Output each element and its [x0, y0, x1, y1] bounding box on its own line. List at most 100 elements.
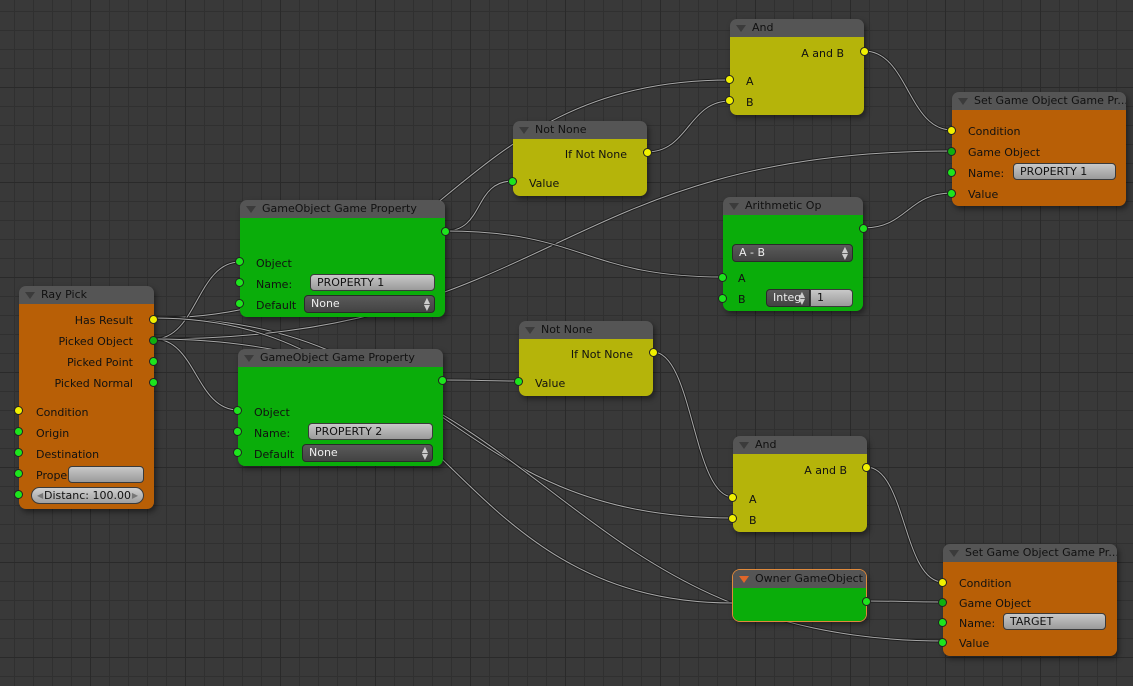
socket-a-and-b[interactable] [860, 47, 869, 56]
link-gop1-notnone1-val[interactable] [444, 180, 514, 232]
link-pickedobj-gop2-obj[interactable] [153, 338, 239, 411]
node-arithmetic-op[interactable]: Arithmetic Op A - B▲▼ A B Integ▲▼ 1 [718, 197, 868, 311]
socket-a[interactable] [728, 493, 737, 502]
increment-arrow-icon[interactable]: ▶ [131, 491, 138, 500]
name-field[interactable]: PROPERTY 1 [1013, 163, 1116, 180]
collapse-triangle-icon[interactable] [25, 292, 35, 299]
socket-picked-object[interactable] [149, 336, 158, 345]
socket-picked-normal[interactable] [149, 378, 158, 387]
input-value: Value [959, 637, 990, 650]
collapse-triangle-icon[interactable] [739, 576, 749, 583]
link-and2-set2-cond[interactable] [865, 466, 944, 583]
node-header[interactable]: And [733, 436, 867, 454]
socket-game-object[interactable] [947, 147, 956, 156]
property-field[interactable] [68, 466, 144, 483]
socket-property[interactable] [14, 469, 23, 478]
socket-name[interactable] [235, 278, 244, 287]
socket-default[interactable] [233, 448, 242, 457]
collapse-triangle-icon[interactable] [958, 98, 968, 105]
socket-a-and-b[interactable] [862, 463, 871, 472]
b-value-field[interactable]: 1 [810, 289, 853, 307]
socket-origin[interactable] [14, 427, 23, 436]
collapse-triangle-icon[interactable] [246, 206, 256, 213]
node-header[interactable]: GameObject Game Property [240, 200, 445, 218]
node-set-property-1[interactable]: Set Game Object Game Pr... Condition Gam… [947, 92, 1126, 206]
node-header[interactable]: Ray Pick [19, 286, 154, 304]
socket-destination[interactable] [14, 448, 23, 457]
socket-b[interactable] [728, 514, 737, 523]
socket-default[interactable] [235, 299, 244, 308]
socket-has-result[interactable] [149, 315, 158, 324]
collapse-triangle-icon[interactable] [949, 550, 959, 557]
socket-name[interactable] [947, 168, 956, 177]
default-select[interactable]: None▲▼ [302, 444, 433, 462]
node-header[interactable]: Arithmetic Op [723, 197, 863, 215]
output-picked-point: Picked Point [66, 356, 133, 369]
socket-name[interactable] [233, 427, 242, 436]
node-not-none-1[interactable]: Not None If Not None Value [508, 121, 652, 196]
socket-b[interactable] [718, 294, 727, 303]
socket-if-not-none[interactable] [649, 348, 658, 357]
b-type-select[interactable]: Integ▲▼ [766, 289, 810, 307]
socket-value[interactable] [514, 377, 523, 386]
socket-output-value[interactable] [438, 376, 447, 385]
node-and-1[interactable]: And A and B A B [725, 19, 869, 115]
node-header[interactable]: Set Game Object Game Pr... [943, 544, 1117, 562]
socket-name[interactable] [938, 618, 947, 627]
collapse-triangle-icon[interactable] [739, 442, 749, 449]
link-gop1-arith-a[interactable] [444, 230, 724, 278]
link-arith-set1-val[interactable] [862, 192, 953, 229]
socket-b[interactable] [725, 96, 734, 105]
link-notnone1-and1-b[interactable] [646, 100, 731, 153]
collapse-triangle-icon[interactable] [729, 203, 739, 210]
link-gop2-notnone2-val[interactable] [442, 379, 520, 382]
socket-distance[interactable] [14, 490, 23, 499]
link-pickedobj-gop1-obj[interactable] [153, 261, 241, 340]
operation-select[interactable]: A - B▲▼ [732, 244, 853, 262]
node-owner-gameobject[interactable]: Owner GameObject [732, 569, 871, 622]
socket-a[interactable] [718, 273, 727, 282]
link-and1-set1-cond[interactable] [863, 50, 953, 131]
socket-object[interactable] [235, 257, 244, 266]
node-and-2[interactable]: And A and B A B [728, 436, 871, 532]
node-not-none-2[interactable]: Not None If Not None Value [514, 321, 658, 396]
socket-condition[interactable] [14, 406, 23, 415]
node-ray-pick[interactable]: Ray Pick Has Result Picked Object Picked… [14, 286, 158, 509]
socket-value[interactable] [508, 177, 517, 186]
socket-condition[interactable] [938, 578, 947, 587]
collapse-triangle-icon[interactable] [525, 327, 535, 334]
default-select[interactable]: None▲▼ [304, 295, 435, 313]
node-header[interactable]: Not None [519, 321, 653, 339]
node-gameobject-property-1[interactable]: GameObject Game Property Object Name: PR… [235, 200, 450, 317]
collapse-triangle-icon[interactable] [519, 127, 529, 134]
socket-condition[interactable] [947, 126, 956, 135]
socket-value[interactable] [938, 638, 947, 647]
node-title: Not None [541, 323, 593, 336]
socket-game-object[interactable] [938, 598, 947, 607]
decrement-arrow-icon[interactable]: ◀ [37, 491, 44, 500]
socket-output-value[interactable] [441, 227, 450, 236]
socket-owner[interactable] [862, 597, 871, 606]
collapse-triangle-icon[interactable] [244, 355, 254, 362]
name-field[interactable]: PROPERTY 1 [310, 274, 435, 291]
node-gameobject-property-2[interactable]: GameObject Game Property Object Name: PR… [233, 349, 447, 466]
socket-if-not-none[interactable] [643, 148, 652, 157]
node-header[interactable]: GameObject Game Property [238, 349, 443, 367]
node-header[interactable]: Not None [513, 121, 647, 139]
collapse-triangle-icon[interactable] [736, 25, 746, 32]
input-condition: Condition [959, 577, 1012, 590]
node-header[interactable]: Set Game Object Game Pr... [952, 92, 1126, 110]
socket-a[interactable] [725, 75, 734, 84]
node-header[interactable]: Owner GameObject [733, 570, 866, 588]
node-set-property-2[interactable]: Set Game Object Game Pr... Condition Gam… [938, 544, 1117, 656]
socket-value[interactable] [947, 189, 956, 198]
link-owner-set2-go[interactable] [865, 600, 944, 603]
socket-object[interactable] [233, 406, 242, 415]
node-header[interactable]: And [730, 19, 864, 37]
name-field[interactable]: TARGET [1003, 613, 1106, 630]
name-field[interactable]: PROPERTY 2 [308, 423, 433, 440]
distance-field[interactable]: ◀ Distanc: 100.00 ▶ [31, 487, 144, 504]
socket-result[interactable] [859, 224, 868, 233]
socket-picked-point[interactable] [149, 357, 158, 366]
link-notnone2-and2-a[interactable] [652, 351, 734, 498]
